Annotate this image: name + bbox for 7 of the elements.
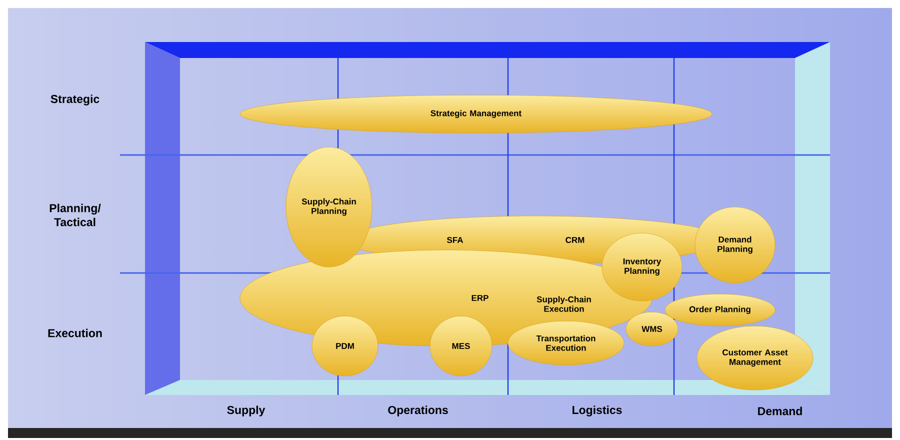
column-label: Logistics — [572, 406, 622, 416]
row-label: Execution — [48, 328, 102, 338]
column-label: Supply — [227, 406, 266, 416]
column-label: Demand — [758, 406, 802, 416]
column-label: Operations — [388, 406, 448, 416]
row-label: Strategic — [50, 94, 100, 106]
row-label: Planning/ Tactical — [50, 204, 101, 226]
